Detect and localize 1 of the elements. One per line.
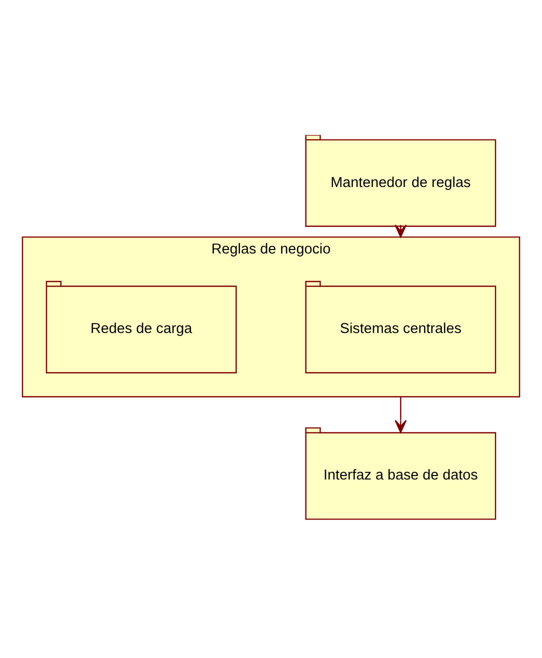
arrow: [394, 396, 407, 433]
